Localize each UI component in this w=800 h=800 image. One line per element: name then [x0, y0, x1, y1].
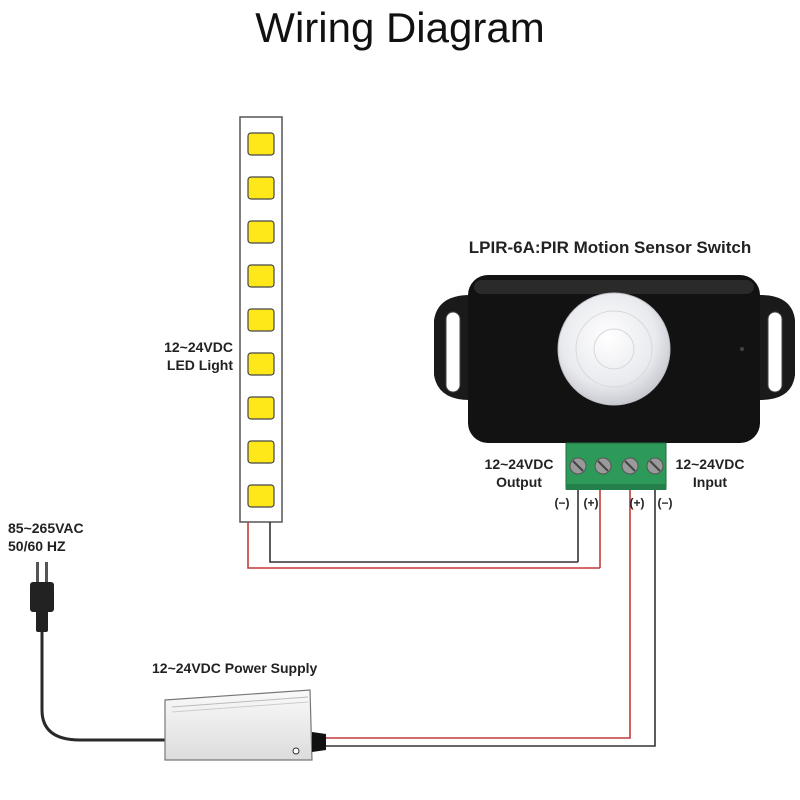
- power-supply: [164, 689, 326, 761]
- sensor-title: LPIR-6A:PIR Motion Sensor Switch: [468, 238, 752, 257]
- mount-slot-left: [445, 311, 461, 393]
- psu-output-plug: [312, 732, 326, 752]
- led-chip: [247, 352, 275, 376]
- output-label-line1: 12~24VDC: [484, 456, 554, 472]
- led-label-line1: 12~24VDC: [164, 339, 233, 355]
- terminal-label-output-pos: (+): [583, 496, 599, 510]
- page-title: Wiring Diagram: [255, 4, 545, 51]
- led-chip: [247, 264, 275, 288]
- ac-label-line1: 85~265VAC: [8, 520, 84, 536]
- led-label-line2: LED Light: [166, 357, 233, 373]
- power-supply-label: 12~24VDC Power Supply: [152, 660, 318, 676]
- led-chips: [247, 132, 275, 508]
- output-label-line2: Output: [496, 474, 542, 490]
- led-chip: [247, 132, 275, 156]
- input-neg-wire: [326, 490, 656, 747]
- terminal-label-output-neg: (−): [554, 496, 570, 510]
- status-led: [740, 347, 744, 351]
- ac-label-line2: 50/60 HZ: [8, 538, 66, 554]
- led-chip: [247, 220, 275, 244]
- led-chip: [247, 308, 275, 332]
- led-chip: [247, 440, 275, 464]
- input-pos-wire: [326, 490, 631, 739]
- terminal-screws: [569, 457, 664, 475]
- pir-dome: [557, 292, 671, 406]
- mount-slot-right: [767, 311, 783, 393]
- led-chip: [247, 176, 275, 200]
- terminal-label-input-pos: (+): [629, 496, 645, 510]
- led-strip: [239, 116, 600, 569]
- input-label-line1: 12~24VDC: [675, 456, 745, 472]
- led-red-wire: [269, 522, 578, 563]
- ac-plug: [30, 562, 170, 742]
- led-black-wire: [247, 522, 600, 569]
- led-chip: [247, 396, 275, 420]
- pir-sensor: [326, 275, 795, 747]
- led-chip: [247, 484, 275, 508]
- ac-cord: [40, 632, 170, 742]
- input-label-line2: Input: [692, 474, 728, 490]
- terminal-label-input-neg: (−): [657, 496, 673, 510]
